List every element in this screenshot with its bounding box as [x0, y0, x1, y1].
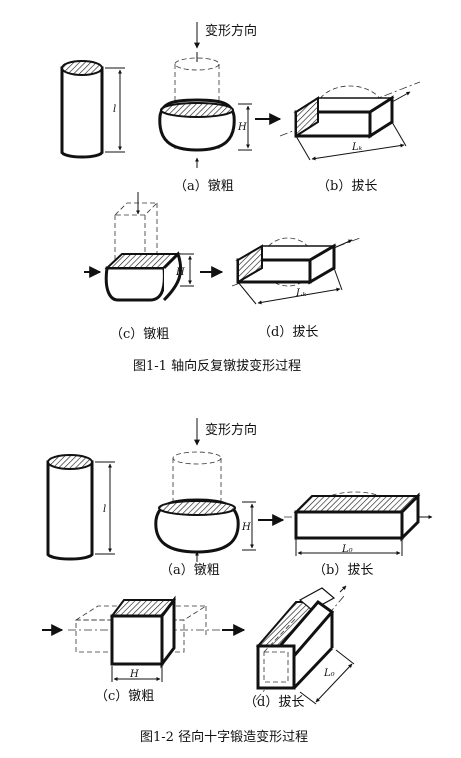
drawout-b-1: Lₖ [279, 81, 421, 161]
dim-lc-2: L₀ [323, 668, 335, 679]
label-c-2: （c）镦粗 [95, 688, 154, 704]
label-b-1: （b）拔长 [317, 179, 377, 194]
initial-cylinder-2: l [46, 454, 115, 561]
dim-lk-1: Lₖ [351, 142, 363, 153]
label-d-1: （d）拔长 [258, 325, 318, 340]
dim-lk-1d: Lₖ [295, 288, 307, 299]
direction-label-1: 变形方向 [205, 23, 257, 39]
figure-1-2: 变形方向 l H [42, 418, 433, 745]
caption-1: 图1-1 轴向反复镦拔变形过程 [133, 358, 301, 374]
figure-1-1: 变形方向 l H [60, 22, 421, 374]
initial-cylinder-1: l [60, 60, 125, 159]
direction-arrow-1: 变形方向 [194, 22, 257, 49]
label-a-1: （a）镦粗 [174, 178, 234, 194]
label-d-2: （d）拔长 [244, 695, 304, 710]
dim-l-2: l [103, 504, 106, 515]
drawout-b-2: L₀ [284, 491, 433, 556]
upset-a-2: H [154, 451, 256, 562]
dim-l0-2: L₀ [341, 544, 353, 555]
label-a-2: （a）镦粗 [160, 562, 220, 578]
dim-h-2c: H [129, 669, 139, 680]
upset-a-1: H [158, 52, 252, 168]
drawout-d-1: Lₖ [231, 237, 361, 305]
caption-2: 图1-2 径向十字锻造变形过程 [140, 729, 308, 745]
label-b-2: （b）拔长 [313, 563, 373, 578]
dim-h-1c: H [175, 267, 185, 278]
drawout-d-2: L₀ [255, 585, 355, 705]
direction-label-2: 变形方向 [205, 422, 257, 438]
dim-l-1: l [113, 104, 116, 115]
dim-h-2: H [241, 522, 251, 533]
dim-h-1: H [237, 122, 247, 133]
label-c-1: （c）镦粗 [110, 326, 169, 342]
direction-arrow-2: 变形方向 [194, 418, 257, 446]
upset-c-1: H [84, 192, 194, 302]
upset-c-2: H [42, 595, 222, 682]
